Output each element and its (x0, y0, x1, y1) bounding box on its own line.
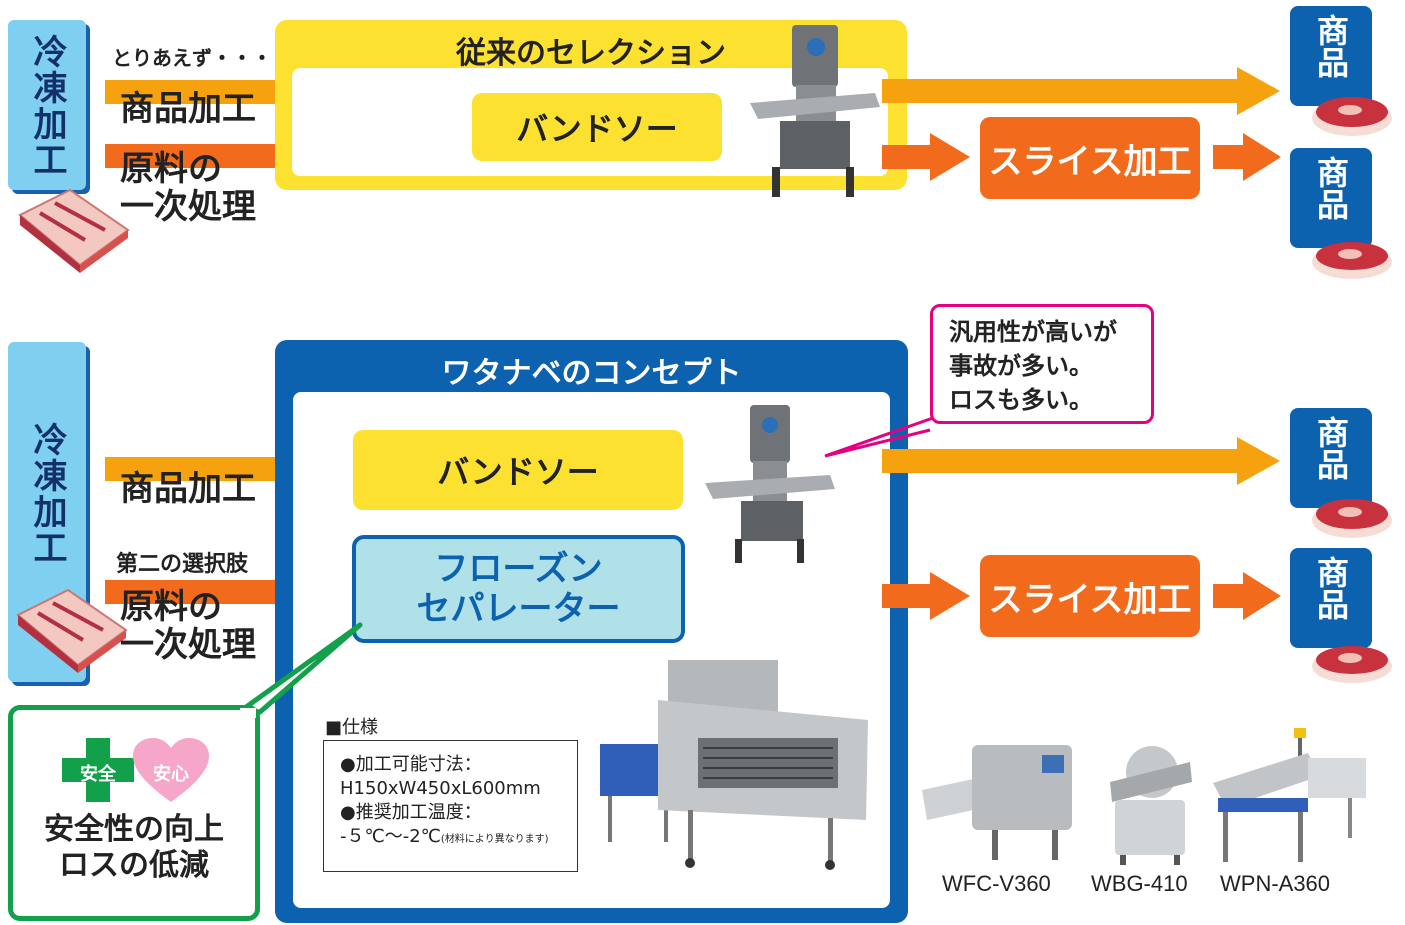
relief-badge-label: 安心 (153, 764, 189, 785)
top-bandsaw-machine-image (750, 25, 880, 197)
model-wpn-a360-image (1213, 728, 1366, 862)
spec-box: ●加工可能寸法： H150xW450xL600mm ●推奨加工温度： -５℃〜-… (323, 740, 578, 872)
top-section-title: 従来のセレクション (456, 36, 726, 71)
top-meat-block-icon (18, 188, 130, 273)
model-wbg-410-image (1110, 746, 1192, 865)
callout-line3: ロスも多い。 (949, 386, 1093, 414)
bottom-bandsaw-machine-image (705, 405, 835, 563)
top-slice-box: スライス加工 (980, 117, 1200, 199)
bottom-arrow-to-product1 (882, 437, 1280, 485)
top-arrow-to-product1 (882, 67, 1280, 115)
bottom-product1-badge: 商品 (1290, 408, 1372, 508)
top-frozen-processing-label: 冷凍加工 (8, 20, 86, 190)
bottom-product2-badge: 商品 (1290, 548, 1372, 648)
benefit-pointer-cover (240, 708, 256, 718)
benefit-text: 安全性の向上 ロスの低減 (8, 812, 260, 884)
benefit-line1: 安全性の向上 (44, 812, 224, 847)
top-bandsaw-box: バンドソー (472, 93, 722, 161)
spec-temp-note: (材料により異なります) (440, 834, 549, 845)
spec-temp-label: ●推奨加工温度： (340, 802, 482, 823)
bottom-slice-box: スライス加工 (980, 555, 1200, 637)
bottom-steak-icon-2 (1312, 646, 1392, 683)
safety-badge-label: 安全 (80, 764, 116, 785)
spec-temp-value: -５℃〜-2℃ (340, 826, 441, 847)
relief-heart-icon (133, 738, 209, 802)
bottom-meat-block-icon (16, 588, 128, 673)
top-steak-icon-2 (1312, 242, 1392, 279)
callout-bubble: 汎用性が高いが 事故が多い。 ロスも多い。 (930, 304, 1154, 424)
spec-size-label: ●加工可能寸法： (340, 754, 482, 775)
top-product1-badge: 商品 (1290, 6, 1372, 106)
callout-line1: 汎用性が高いが (949, 318, 1117, 346)
frozen-separator-machine-image (600, 660, 868, 870)
bottom-arrow-slice-to-product2 (1213, 572, 1281, 620)
bottom-alternative-label: 第二の選択肢 (116, 552, 249, 577)
spec-temp-row: -５℃〜-2℃(材料により異なります) (340, 825, 577, 852)
top-arrow-to-slice (882, 133, 970, 181)
benefit-line2: ロスの低減 (59, 848, 209, 883)
top-intro-text: とりあえず・・・ (112, 46, 272, 70)
model-label-wbg-410: WBG-410 (1091, 871, 1188, 896)
model-label-wpn-a360: WPN-A360 (1220, 871, 1331, 896)
callout-pointer (824, 410, 951, 458)
spec-heading: ■仕様 (325, 717, 379, 738)
bottom-frozen-separator-box: フローズン セパレーター (352, 535, 685, 643)
model-label-wfc-v360: WFC-V360 (942, 871, 1051, 896)
bottom-arrow-to-slice (882, 572, 970, 620)
top-product2-badge: 商品 (1290, 148, 1372, 248)
top-raw-material-label: 原料の 一次処理 (120, 149, 256, 227)
spec-size-value: H150xW450xL600mm (340, 778, 541, 799)
bottom-steak-icon-1 (1312, 499, 1392, 538)
bottom-section-title: ワタナベのコンセプト (441, 356, 742, 391)
bottom-raw-material-label: 原料の 一次処理 (120, 587, 256, 665)
top-product-processing-label: 商品加工 (120, 89, 256, 129)
bottom-product-processing-label: 商品加工 (120, 469, 256, 509)
callout-line2: 事故が多い。 (949, 352, 1093, 380)
top-arrow-slice-to-product2 (1213, 133, 1281, 181)
bottom-bandsaw-box: バンドソー (353, 430, 683, 510)
safety-cross-icon (62, 738, 134, 802)
top-arrow-product (105, 62, 337, 122)
benefit-bubble (8, 705, 260, 921)
model-wfc-v360-image (922, 745, 1072, 860)
separator-line1: フローズン (434, 549, 603, 589)
separator-line2: セパレーター (416, 589, 621, 629)
top-steak-icon-1 (1312, 97, 1392, 136)
